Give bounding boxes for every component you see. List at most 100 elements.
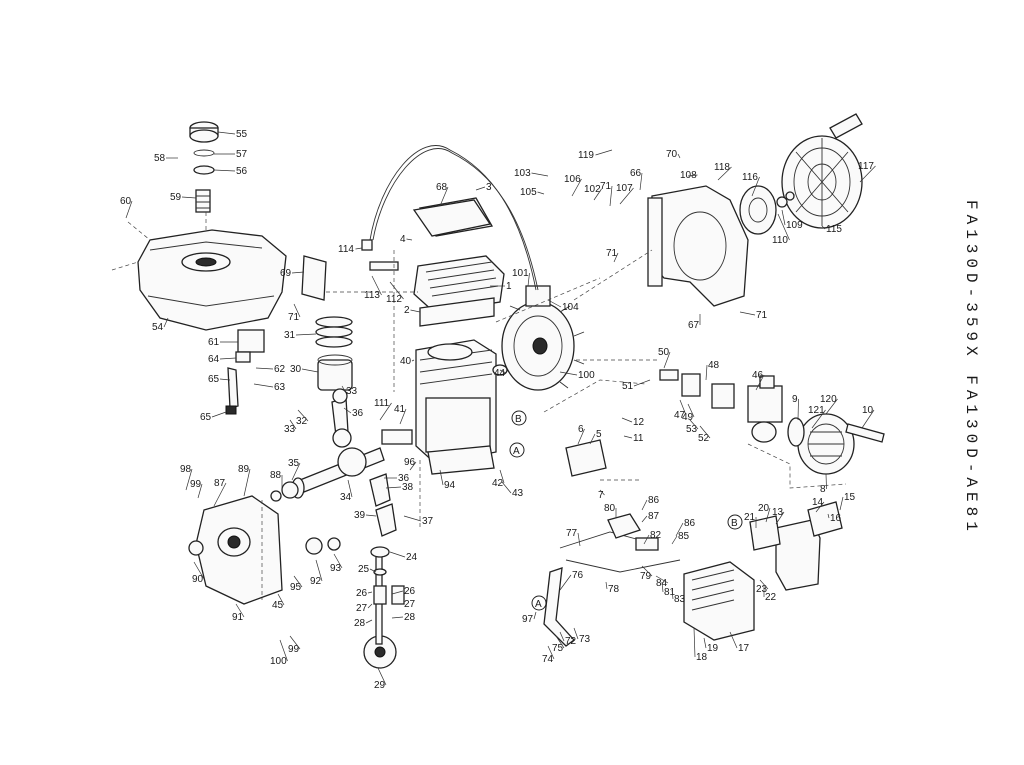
leader-line (531, 172, 549, 177)
leader-line (577, 532, 581, 547)
leader-line (371, 275, 382, 296)
leader-line (641, 565, 653, 577)
part-number-label: 80 (604, 503, 616, 514)
leader-line (641, 515, 648, 523)
part-number-label: 17 (738, 643, 750, 654)
part-number-label: 74 (542, 654, 554, 665)
leader-line (599, 489, 605, 496)
camshaft-valves (305, 537, 405, 669)
leader-line (369, 568, 377, 573)
part-number-label: 64 (208, 354, 220, 365)
part-number-label: 54 (152, 322, 164, 333)
part-number-label: 65 (208, 374, 220, 385)
leader-line (475, 186, 486, 191)
governor-parts (369, 473, 397, 537)
part-number-label: 16 (830, 513, 842, 524)
ignition-coil (525, 285, 607, 477)
part-number-label: 92 (310, 576, 322, 587)
air-cleaner (787, 413, 885, 475)
part-number-label: 67 (688, 320, 700, 331)
part-number-label: 110 (772, 235, 788, 246)
part-number-label: 59 (170, 192, 182, 203)
leader-line (279, 639, 288, 662)
piston (315, 316, 353, 391)
part-number-label: 73 (579, 634, 591, 645)
leader-line (211, 411, 227, 418)
leader-line (781, 209, 786, 226)
leader-line (213, 169, 236, 172)
leader-line (213, 482, 227, 507)
leader-line (399, 408, 407, 425)
part-number-label: 7 (598, 490, 604, 501)
part-number-label: 62 (274, 364, 286, 375)
part-number-label: 91 (232, 612, 244, 623)
part-number-label: 44 (494, 368, 506, 379)
ref-mark-label: B (731, 518, 738, 529)
leader-line (675, 522, 684, 537)
part-number-label: 27 (404, 599, 416, 610)
leader-line (367, 591, 373, 594)
part-number-label: 2 (404, 305, 410, 316)
assembly-lines (111, 212, 847, 600)
part-number-label: 1 (506, 281, 512, 292)
part-number-label: 104 (562, 302, 579, 313)
part-number-label: 103 (514, 168, 531, 179)
leader-line (619, 187, 634, 205)
leader-line (643, 534, 650, 545)
part-number-label: 79 (640, 571, 652, 582)
leader-line (677, 153, 681, 159)
leader-line (410, 309, 421, 313)
leader-line (243, 468, 251, 497)
leader-line (555, 635, 565, 649)
leader-line (291, 462, 301, 481)
leader-line (367, 603, 373, 609)
leader-lines (125, 131, 876, 686)
part-number-label: 113 (364, 290, 380, 301)
part-number-label: 99 (190, 479, 202, 490)
part-number-label: 24 (406, 552, 418, 563)
leader-line (609, 185, 613, 207)
part-number-label: 85 (678, 531, 690, 542)
part-number-label: 118 (714, 162, 730, 173)
leader-line (693, 627, 696, 658)
leader-line (253, 383, 274, 388)
part-number-label: 87 (648, 511, 660, 522)
leader-line (827, 513, 830, 519)
part-number-label: 70 (666, 149, 678, 160)
leader-line (365, 619, 373, 624)
leader-line (439, 186, 449, 207)
part-number-label: 6 (578, 424, 584, 435)
part-number-label: 19 (707, 643, 719, 654)
carburetor (659, 369, 783, 443)
leader-line (333, 553, 343, 569)
part-number-label: 95 (290, 582, 302, 593)
part-number-label: 114 (338, 244, 354, 255)
leader-line (679, 399, 687, 416)
ref-mark-a-1: A (509, 442, 525, 458)
leader-line (775, 511, 785, 525)
part-number-label: 29 (374, 680, 386, 691)
leader-line (501, 481, 512, 494)
part-number-label: 66 (630, 168, 642, 179)
part-number-label: 50 (658, 347, 670, 358)
leader-line (825, 473, 827, 490)
part-number-label: 3 (486, 182, 492, 193)
part-number-label: 45 (272, 600, 284, 611)
part-number-label: 100 (578, 370, 595, 381)
ref-mark-b-2: B (727, 514, 743, 530)
leader-line (365, 514, 377, 517)
leader-line (547, 645, 555, 660)
part-number-label: 82 (650, 530, 662, 541)
part-number-label: 76 (572, 570, 584, 581)
part-number-label: 102 (584, 184, 601, 195)
leader-line (571, 178, 582, 197)
part-number-label: 10 (862, 405, 874, 416)
leader-line (537, 191, 545, 195)
leader-line (577, 428, 585, 445)
leader-line (605, 581, 608, 590)
part-number-label: 27 (356, 603, 368, 614)
part-number-label: 33 (284, 424, 296, 435)
leader-line (663, 351, 671, 369)
part-number-label: 15 (844, 492, 856, 503)
part-number-label: 39 (354, 510, 366, 521)
